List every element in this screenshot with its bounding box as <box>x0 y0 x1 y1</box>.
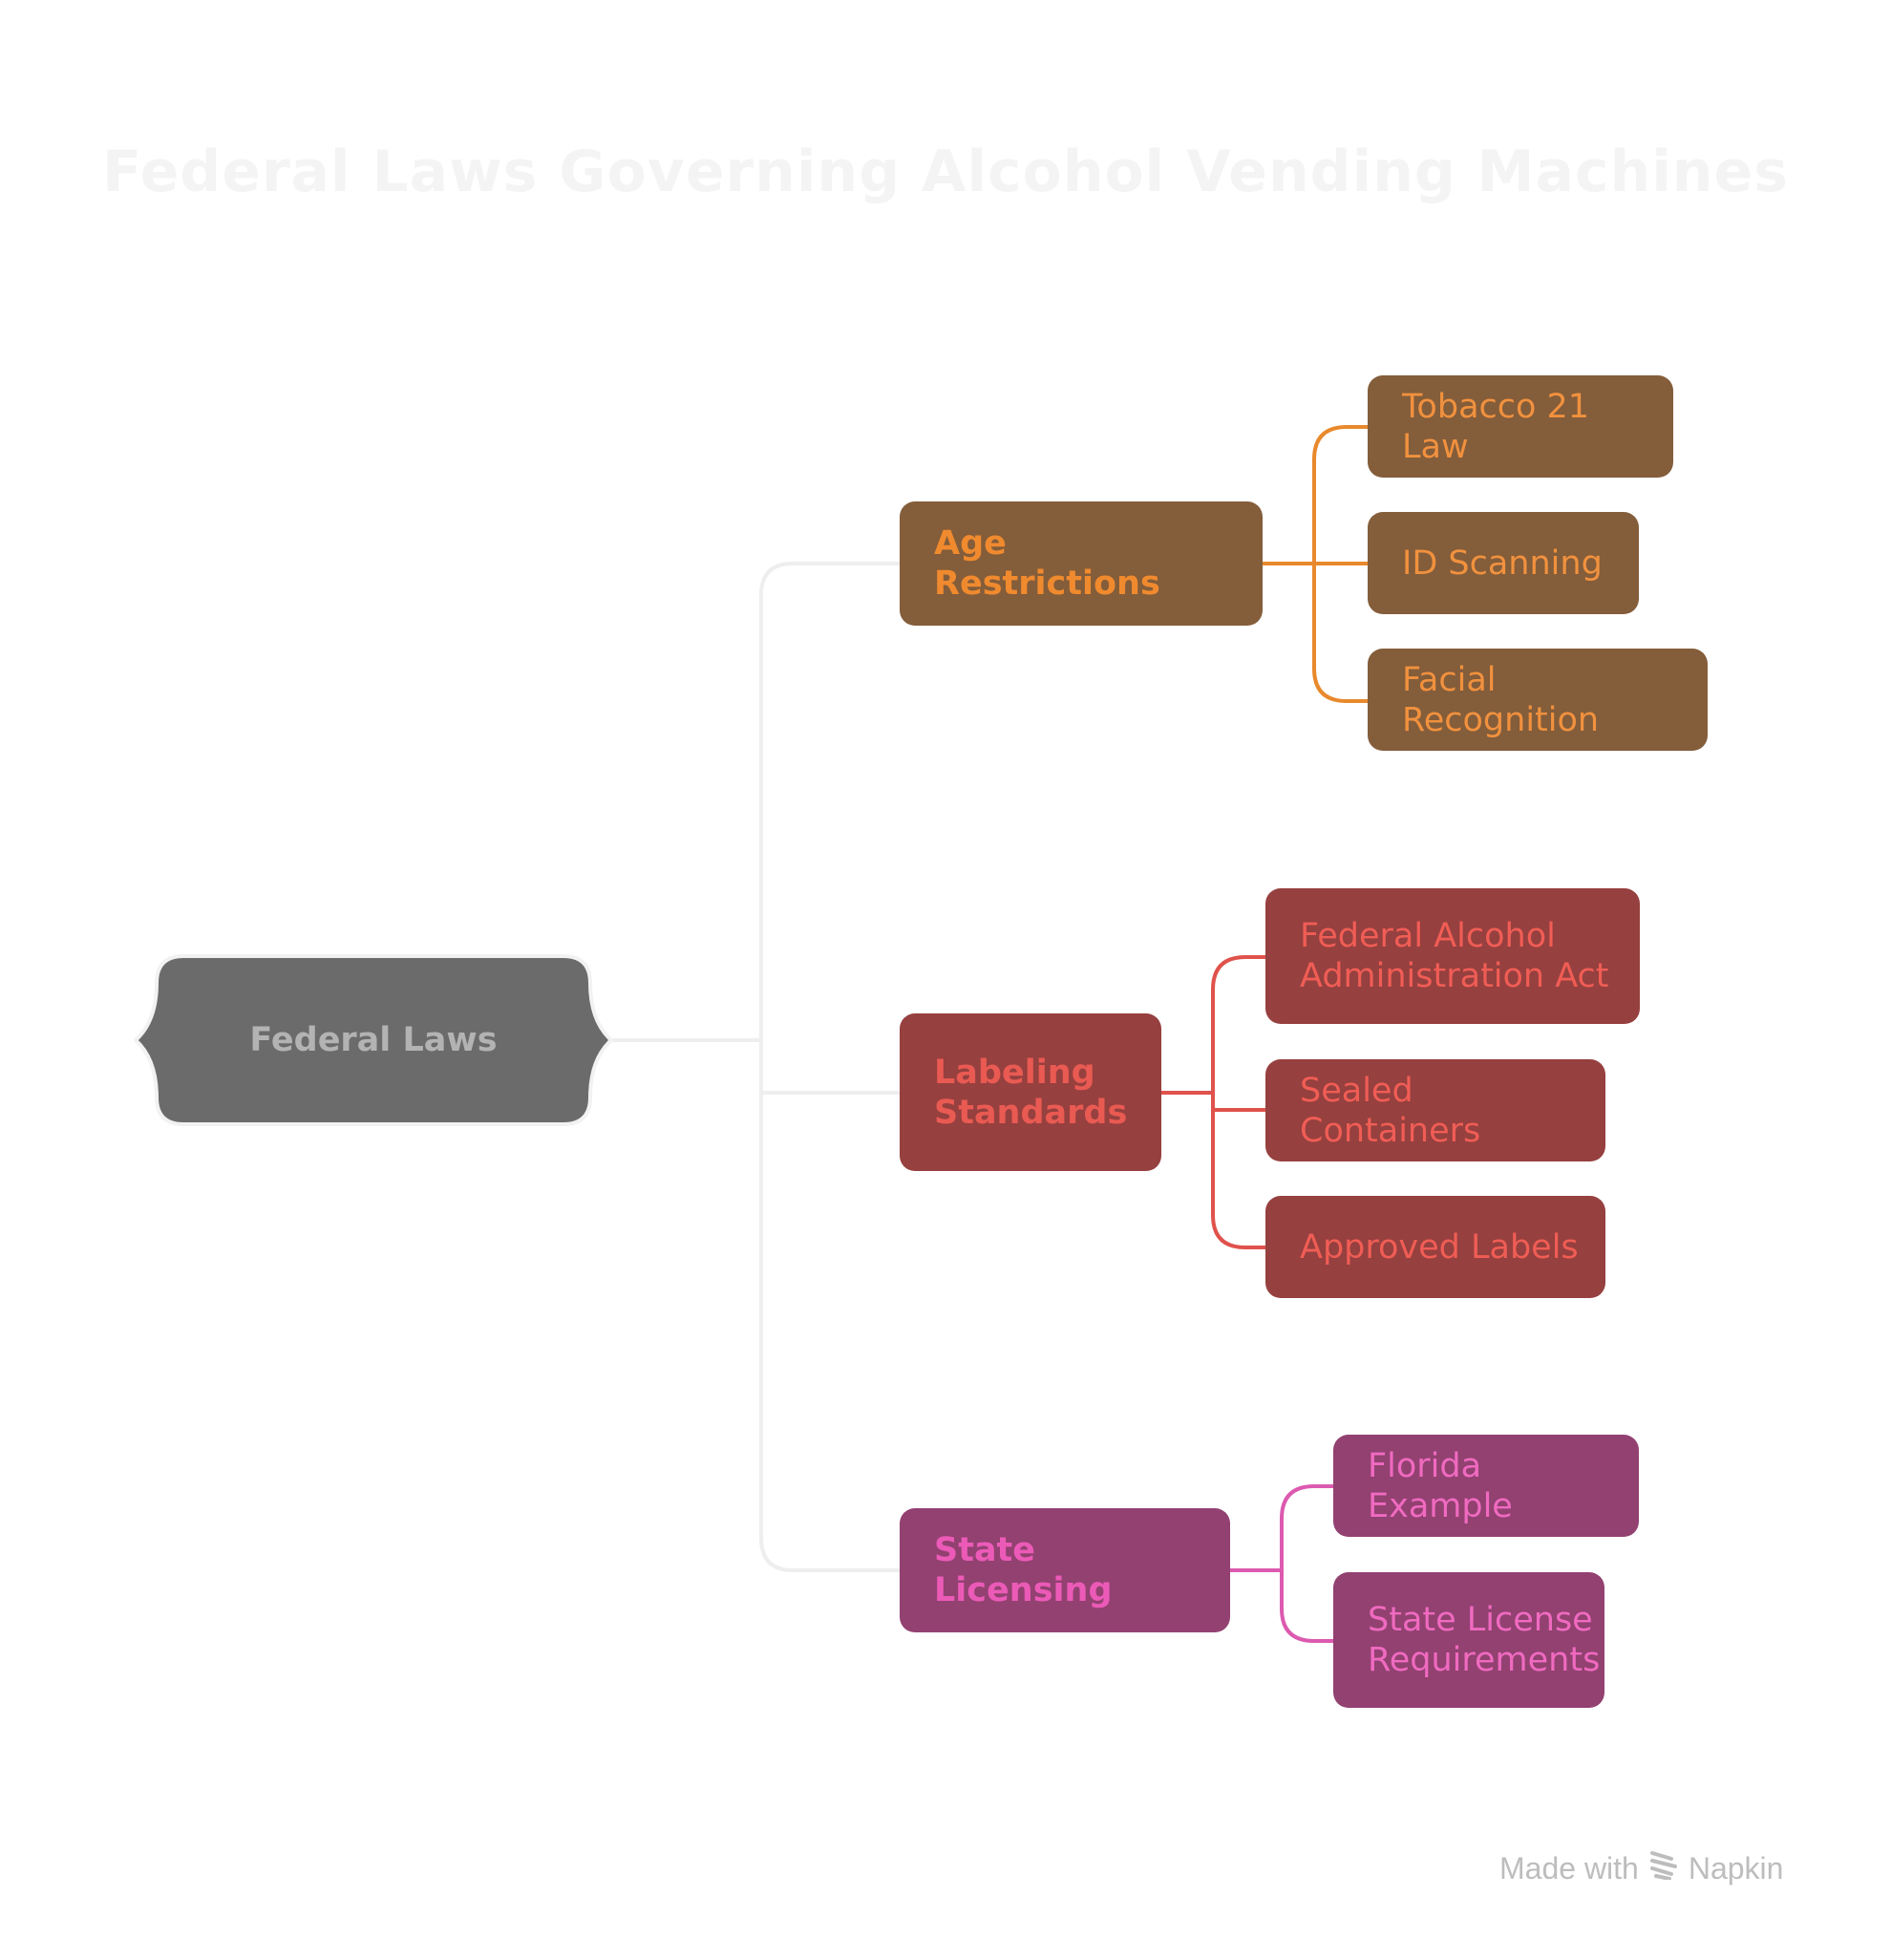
root-node: Federal Laws <box>134 952 613 1128</box>
branch-label: State Licensing <box>934 1531 1113 1609</box>
leaf-label: ID Scanning <box>1402 543 1603 583</box>
leaf-label: Florida Example <box>1368 1446 1513 1525</box>
diagram-title: Federal Laws Governing Alcohol Vending M… <box>102 138 1789 205</box>
made-with-napkin: Made with Napkin <box>1499 1849 1783 1887</box>
leaf-label: Sealed Containers <box>1300 1071 1481 1150</box>
leaf-florida-example: Florida Example <box>1333 1435 1639 1537</box>
napkin-brand: Napkin <box>1688 1850 1784 1885</box>
leaf-id-scanning: ID Scanning <box>1368 512 1639 614</box>
leaf-federal-alcohol-administration-act: Federal Alcohol Administration Act <box>1265 888 1640 1024</box>
leaf-sealed-containers: Sealed Containers <box>1265 1059 1605 1161</box>
leaf-approved-labels: Approved Labels <box>1265 1196 1605 1298</box>
leaf-label: Approved Labels <box>1300 1227 1579 1267</box>
branch-label: Labeling Standards <box>934 1053 1128 1132</box>
leaf-facial-recognition: Facial Recognition <box>1368 649 1708 751</box>
leaf-label: Facial Recognition <box>1402 660 1600 739</box>
made-with-label: Made with <box>1499 1850 1639 1885</box>
branch-age-restrictions: Age Restrictions <box>900 501 1263 626</box>
leaf-label: Federal Alcohol Administration Act <box>1300 917 1609 995</box>
leaf-tobacco-21-law: Tobacco 21 Law <box>1368 375 1673 478</box>
branch-state-licensing: State Licensing <box>900 1508 1230 1632</box>
root-label: Federal Laws <box>249 1021 498 1059</box>
branch-labeling-standards: Labeling Standards <box>900 1013 1161 1171</box>
leaf-label: Tobacco 21 Law <box>1402 387 1590 466</box>
leaf-state-license-requirements: State License Requirements <box>1333 1572 1604 1708</box>
branch-label: Age Restrictions <box>934 524 1160 603</box>
napkin-logo-icon <box>1649 1849 1677 1887</box>
leaf-label: State License Requirements <box>1368 1601 1601 1679</box>
